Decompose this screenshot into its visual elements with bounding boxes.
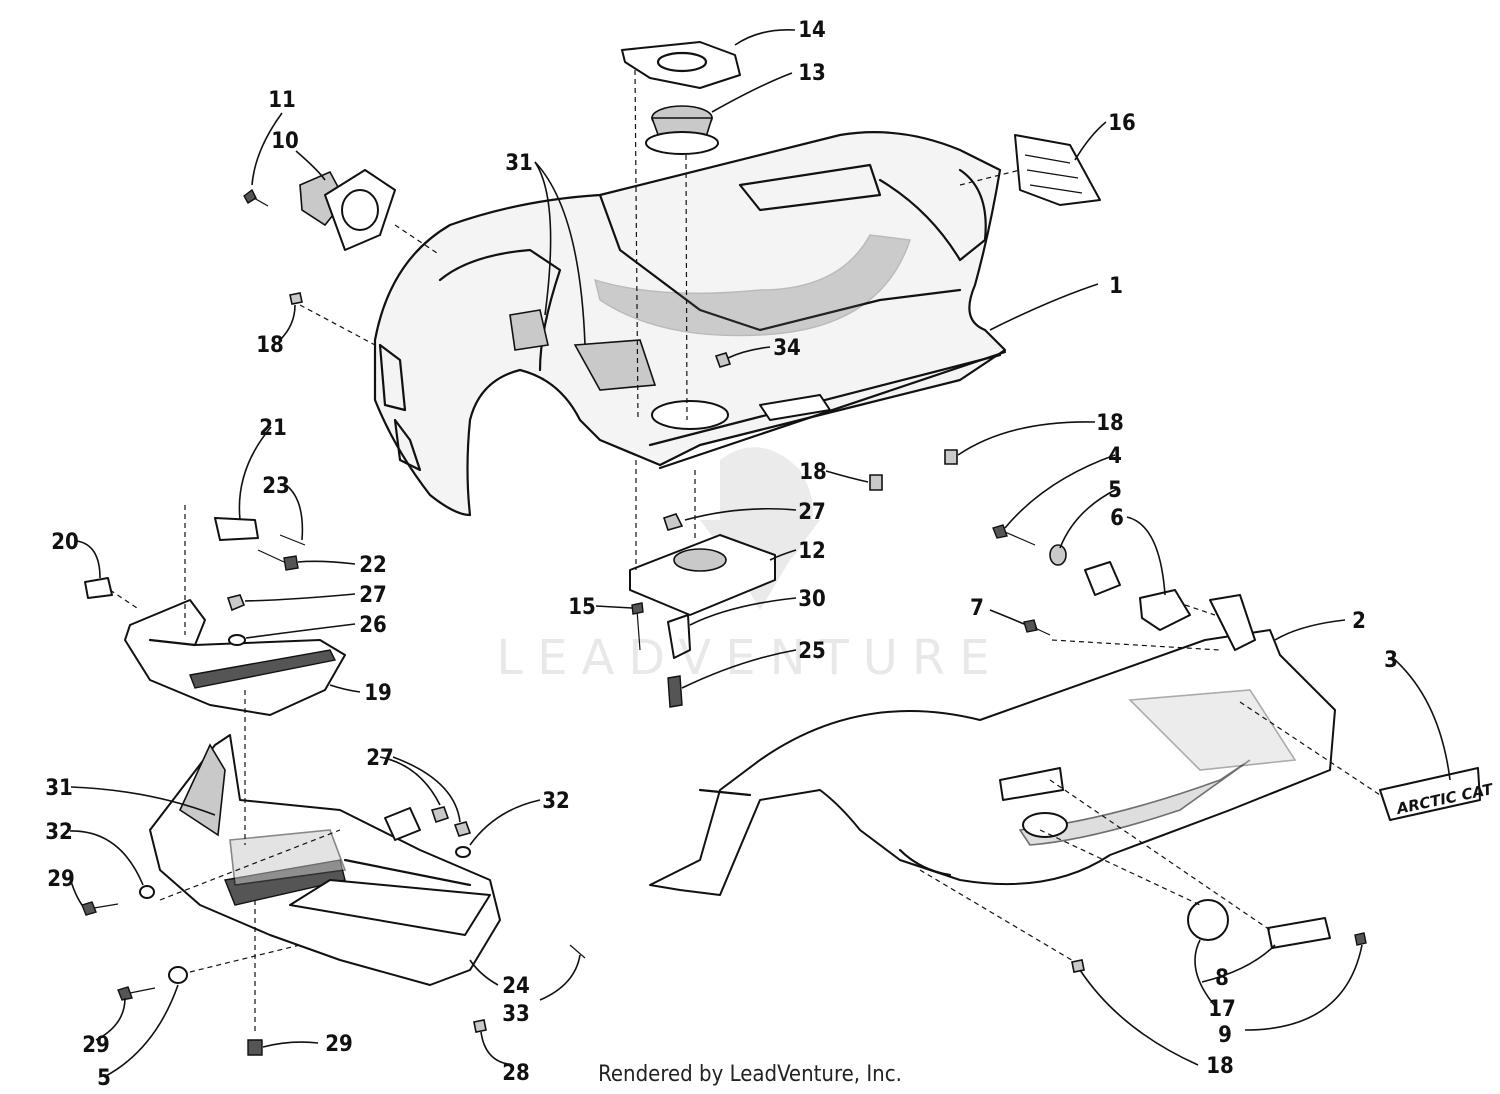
callout-32a: 32 [542, 789, 570, 814]
callout-8: 8 [1215, 966, 1229, 991]
callout-6: 6 [1110, 506, 1124, 531]
part-8-plate [1267, 917, 1331, 949]
callout-29c: 29 [82, 1033, 110, 1058]
part-7-screw [1023, 619, 1051, 636]
part-17-plug [1187, 899, 1229, 941]
part-16-vent [1014, 134, 1101, 206]
part-34-nut [714, 352, 732, 368]
callout-24: 24 [502, 974, 530, 999]
callout-5: 5 [1108, 478, 1122, 503]
callout-31a: 31 [505, 151, 533, 176]
callout-9: 9 [1218, 1023, 1232, 1048]
part-25-bolt [667, 675, 683, 708]
part-13-boot [645, 105, 719, 155]
callout-10: 10 [271, 129, 299, 154]
part-18-pushpin-d [1071, 959, 1085, 973]
part-29-bolt-c [247, 1039, 263, 1056]
part-6-bracket [1084, 561, 1121, 596]
part-3-brand-plate: ARCTIC CAT [1379, 767, 1496, 821]
part-18-pushpin-b [944, 449, 958, 465]
part-6-mount [1139, 589, 1191, 631]
callout-21: 21 [259, 416, 287, 441]
leader-lines [69, 28, 1451, 1078]
callout-28: 28 [502, 1061, 530, 1086]
part-10-duct [299, 169, 396, 251]
part-27-nut-left [226, 594, 246, 612]
callout-22: 22 [359, 553, 387, 578]
part-28-rivet [473, 1019, 487, 1033]
callout-27b: 27 [359, 583, 387, 608]
callout-7: 7 [970, 596, 984, 621]
part-9-screw [1354, 932, 1367, 946]
part-22-bolt [257, 549, 299, 571]
part-24-belly-pan [149, 734, 501, 986]
part-31-bracket-lower [384, 807, 421, 841]
callout-2: 2 [1352, 609, 1366, 634]
part-14-gasket-plate [621, 41, 741, 89]
callout-26: 26 [359, 613, 387, 638]
part-2-side-body [649, 594, 1336, 896]
part-12-plate [629, 534, 776, 616]
part-1-upper-body [373, 131, 1007, 517]
callout-30: 30 [798, 587, 826, 612]
callout-18b: 18 [1096, 411, 1124, 436]
callout-11: 11 [268, 88, 296, 113]
footer-credit: Rendered by LeadVenture, Inc. [598, 1062, 902, 1087]
part-27-nut-lower-a [430, 806, 450, 824]
part-26-washer [228, 634, 246, 646]
part-5-washer-left [168, 966, 188, 984]
callout-13: 13 [798, 61, 826, 86]
callout-34: 34 [773, 336, 801, 361]
part-23-screw [279, 534, 306, 546]
part-32-washer-right [455, 846, 471, 858]
part-29-bolt-a [81, 901, 119, 916]
callout-18d: 18 [1206, 1054, 1234, 1079]
callout-5b: 5 [97, 1066, 111, 1091]
part-19-step-panel [124, 599, 346, 716]
callout-23: 23 [262, 474, 290, 499]
callout-14: 14 [798, 18, 826, 43]
part-27-nut-center [662, 513, 684, 531]
callout-labels: 1 2 3 4 5 6 7 8 9 10 11 12 13 14 15 16 1… [45, 18, 1398, 1091]
callout-29b: 29 [325, 1032, 353, 1057]
callout-15: 15 [568, 595, 596, 620]
callout-32b: 32 [45, 820, 73, 845]
callout-3: 3 [1384, 648, 1398, 673]
callout-16: 16 [1108, 111, 1136, 136]
part-5-washer-right [1049, 544, 1067, 566]
callout-20: 20 [51, 530, 79, 555]
callout-31b: 31 [45, 776, 73, 801]
callout-27a: 27 [798, 500, 826, 525]
part-4-bolt [992, 524, 1036, 546]
callout-17: 17 [1208, 997, 1236, 1022]
callout-18c: 18 [799, 460, 827, 485]
callout-1: 1 [1109, 274, 1123, 299]
part-27-nut-lower-b [453, 821, 472, 837]
callout-19: 19 [364, 681, 392, 706]
part-21-bracket [214, 517, 259, 541]
callout-12: 12 [798, 539, 826, 564]
callout-29a: 29 [47, 867, 75, 892]
callout-27c: 27 [366, 746, 394, 771]
part-29-bolt-b [117, 986, 156, 1001]
part-33-screw [569, 944, 586, 959]
part-18-pushpin-c [289, 292, 303, 305]
part-30-clamp [667, 614, 691, 659]
callout-25: 25 [798, 639, 826, 664]
callout-33: 33 [502, 1002, 530, 1027]
part-20-bracket [84, 577, 113, 599]
callout-18a: 18 [256, 333, 284, 358]
part-15-bolt [631, 602, 644, 651]
part-18-pushpin-a [869, 474, 883, 491]
callout-4: 4 [1108, 444, 1122, 469]
part-11-screw [243, 188, 269, 207]
part-32-washer-left [139, 885, 155, 899]
